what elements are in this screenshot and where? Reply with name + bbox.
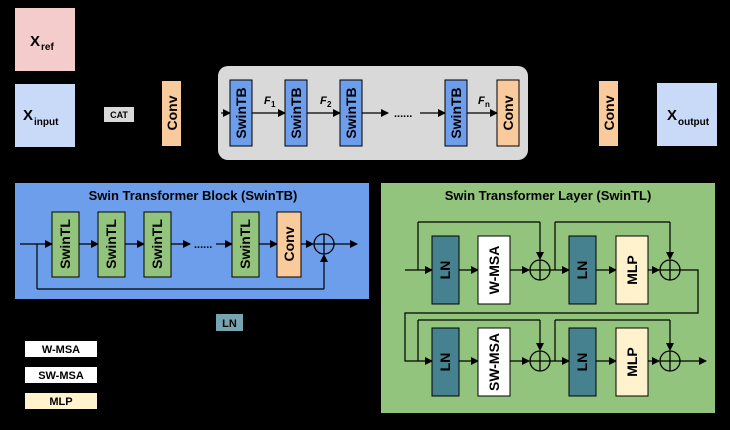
ln-2-label: LN (574, 261, 590, 280)
swintb-conv-label: Conv (281, 226, 297, 261)
fn-label: F (478, 95, 485, 107)
ln-1-label: LN (437, 261, 453, 280)
chain-dots: ...... (394, 108, 412, 120)
xoutput-box: X output (657, 83, 717, 146)
legend-wmsa-label: W-MSA (42, 344, 80, 356)
conv-out-label: Conv (601, 95, 617, 130)
wmsa-label: W-MSA (486, 246, 502, 295)
add-icon (659, 259, 681, 281)
conv-block-first: Conv (162, 81, 181, 146)
legend-wmsa: W-MSA (25, 341, 97, 357)
swintl-n-label: SwinTL (237, 219, 253, 269)
ln-4-label: LN (574, 353, 590, 372)
xinput-subscript: input (34, 117, 59, 128)
swmsa-label: SW-MSA (486, 333, 502, 391)
conv-block-out: Conv (599, 81, 618, 146)
ln-3-label: LN (437, 353, 453, 372)
swintl-3-label: SwinTL (149, 219, 165, 269)
swintb-3-label: SwinTB (343, 87, 359, 138)
f1-label: F (264, 95, 271, 107)
add-icon (529, 350, 551, 372)
fn-subscript: n (485, 100, 490, 109)
legend-swmsa-label: SW-MSA (38, 370, 84, 382)
add-icon (313, 233, 335, 255)
swintl-2-label: SwinTL (103, 219, 119, 269)
legend-ln: LN (216, 314, 243, 331)
f1-subscript: 1 (271, 100, 276, 109)
cat-text: CAT (110, 110, 128, 120)
conv-inner-label: Conv (500, 95, 516, 130)
swintb-panel: Swin Transformer Block (SwinTB) SwinTL S… (15, 183, 369, 299)
swintl-panel-title: Swin Transformer Layer (SwinTL) (445, 188, 652, 203)
add-icon (659, 350, 681, 372)
f2-label: F (320, 95, 327, 107)
xinput-label: X (23, 107, 33, 124)
legend-ln-label: LN (222, 318, 237, 330)
xref-subscript: ref (41, 42, 54, 53)
cat-label: CAT (104, 107, 134, 122)
swintb-chain-panel: SwinTB F 1 SwinTB F 2 SwinTB ...... Swin… (218, 66, 528, 160)
legend-mlp-label: MLP (49, 396, 72, 408)
mlp-2-label: MLP (624, 347, 640, 377)
swintl-panel: Swin Transformer Layer (SwinTL) LN W-MSA… (381, 183, 715, 413)
swintb-1-label: SwinTB (233, 87, 249, 138)
xoutput-label: X (667, 107, 677, 124)
legend-mlp: MLP (25, 393, 97, 409)
swintb-2-label: SwinTB (288, 87, 304, 138)
xref-box: X ref (15, 8, 75, 71)
swintb-dots: ...... (194, 239, 212, 251)
swintl-1-label: SwinTL (57, 219, 73, 269)
xoutput-subscript: output (678, 117, 710, 128)
legend-swmsa: SW-MSA (25, 367, 97, 383)
add-icon (529, 259, 551, 281)
swintb-n-label: SwinTB (448, 87, 464, 138)
mlp-1-label: MLP (624, 255, 640, 285)
xinput-box: X input (15, 84, 75, 147)
swintb-panel-title: Swin Transformer Block (SwinTB) (89, 188, 298, 203)
xref-label: X (30, 33, 40, 50)
conv-first-label: Conv (164, 95, 180, 130)
f2-subscript: 2 (327, 100, 332, 109)
